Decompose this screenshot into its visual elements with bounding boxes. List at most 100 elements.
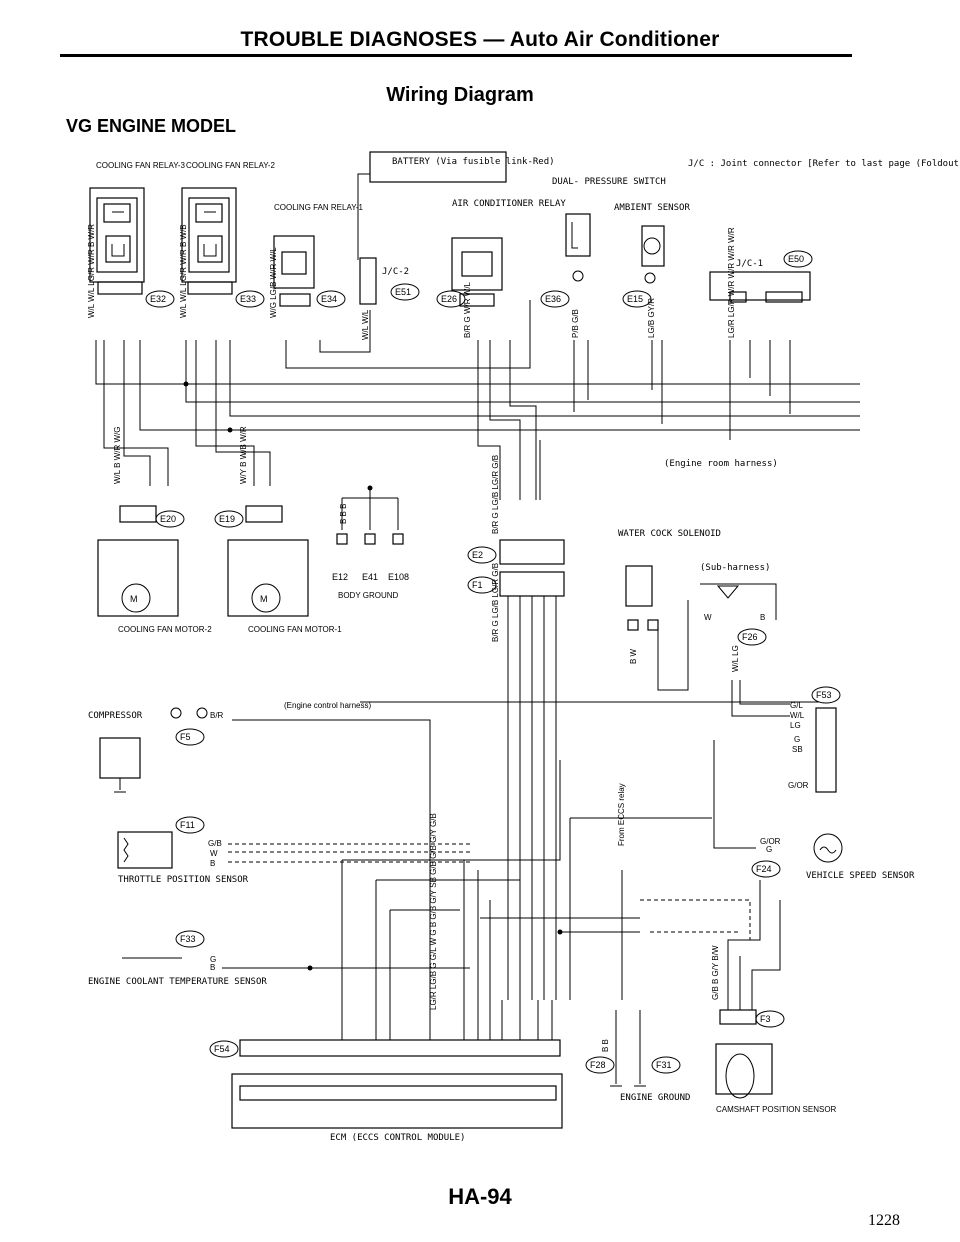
battery: BATTERY (Via fusible link-Red) xyxy=(357,151,555,260)
f28-connector: F28 xyxy=(590,1060,606,1070)
from-eccs-label: From ECCS relay xyxy=(617,783,626,846)
cooling-fan-motor-2: W/L B W/R W/G E20 M COOLING FAN MOTOR-2 xyxy=(97,427,212,634)
relay2-wires: W/L W/L LG/R W/R B W/B xyxy=(179,224,188,318)
f53-connector-block: F53 G/L W/L LG G SB G/OR xyxy=(788,686,841,793)
ac-relay-wires: B/R G W/R W/L xyxy=(463,281,472,338)
vehicle-speed-sensor: G/OR G F24 VEHICLE SPEED SENSOR xyxy=(713,740,915,881)
sheet-number: 1228 xyxy=(868,1212,900,1229)
f31-connector: F31 xyxy=(656,1060,672,1070)
f26-wires: W/L LG xyxy=(731,645,740,672)
sub-harness-label: (Sub-harness) xyxy=(700,563,770,573)
e34-connector: E34 xyxy=(321,294,337,304)
motor2-wires: W/L B W/R W/G xyxy=(113,427,122,484)
ambient-wires: LG/B GY/R xyxy=(647,298,656,338)
engine-ground-label: ENGINE GROUND xyxy=(620,1093,690,1103)
f11-connector: F11 xyxy=(180,820,195,830)
cooling-fan-relay-3: COOLING FAN RELAY-3 E32 W/L W/L LG/R W/R… xyxy=(87,161,185,318)
coolant-wire-2: B xyxy=(210,963,215,972)
f1-connector: F1 xyxy=(472,580,483,590)
engine-model-label: VG ENGINE MODEL xyxy=(66,116,237,136)
motor1-wires: W/Y B W/B W/R xyxy=(239,426,248,484)
motor2-label: COOLING FAN MOTOR-2 xyxy=(118,625,212,634)
e15-connector: E15 xyxy=(627,294,643,304)
cam-wires: G/B B G/Y B/W xyxy=(711,945,720,1000)
dual-switch-label: DUAL- PRESSURE SWITCH xyxy=(552,177,666,187)
jc-note: J/C : Joint connector [Refer to last pag… xyxy=(688,159,960,169)
f54-connector: F54 xyxy=(214,1044,230,1054)
throttle-wire-3: B xyxy=(210,859,215,868)
jc1-label: J/C-1 xyxy=(736,259,763,269)
compressor-wire: B/R xyxy=(210,711,224,720)
sub-harness: (Sub-harness) W B F26 W/L LG xyxy=(700,563,790,717)
e2-f1-junction: B/R G LG/B LG/R G/B E2 F1 B/R G LG/B LG/… xyxy=(467,455,565,1000)
sub-w-label: W xyxy=(704,613,712,622)
f53-wire-g: G xyxy=(794,735,800,744)
e20-connector: E20 xyxy=(160,514,176,524)
cooling-fan-relay-1: COOLING FAN RELAY-1 E34 W/G LG/B W/R W/L xyxy=(269,203,363,318)
page-number: HA-94 xyxy=(448,1184,512,1209)
e2-connector: E2 xyxy=(472,550,483,560)
motor1-label: COOLING FAN MOTOR-1 xyxy=(248,625,342,634)
dual-pressure-switch: DUAL- PRESSURE SWITCH E36 P/B G/B xyxy=(540,177,666,338)
jc2-wires: W/L W/L xyxy=(361,309,370,340)
jc2-label: J/C-2 xyxy=(382,267,409,277)
ground-b-wires: B B xyxy=(601,1039,610,1052)
header-rule xyxy=(60,54,852,57)
svg-text:M: M xyxy=(130,594,138,604)
f3-connector: F3 xyxy=(760,1014,771,1024)
e50-connector: E50 xyxy=(788,254,804,264)
svg-text:M: M xyxy=(260,594,268,604)
throttle-wire-2: W xyxy=(210,849,218,858)
f26-connector: F26 xyxy=(742,632,758,642)
ambient-label: AMBIENT SENSOR xyxy=(614,203,690,213)
body-ground-label: BODY GROUND xyxy=(338,591,399,600)
f53-wire-gl: G/L xyxy=(790,701,803,710)
engine-control-harness-label: (Engine control harness) xyxy=(284,701,371,710)
compressor: COMPRESSOR B/R F5 (Engine control harnes… xyxy=(88,701,820,1040)
ac-relay-label: AIR CONDITIONER RELAY xyxy=(452,199,566,209)
water-cock-label: WATER COCK SOLENOID xyxy=(618,529,721,539)
coolant-wire-1: G xyxy=(210,955,216,964)
f24-connector: F24 xyxy=(756,864,772,874)
engine-room-harness-label: (Engine room harness) xyxy=(664,459,778,469)
battery-label: BATTERY (Via fusible link-Red) xyxy=(392,157,555,167)
relay1-wires: W/G LG/B W/R W/L xyxy=(269,247,278,318)
ecm-connector: LG/R LG/B G G/L W G B G/B G/Y SB G/B G/B… xyxy=(209,813,563,1143)
e36-connector: E36 xyxy=(545,294,561,304)
f33-connector: F33 xyxy=(180,934,196,944)
diagram-title: Wiring Diagram xyxy=(386,84,534,106)
throttle-position-sensor: F11 G/B W B THROTTLE POSITION SENSOR xyxy=(117,816,470,885)
sub-b-label: B xyxy=(760,613,765,622)
relay1-label: COOLING FAN RELAY-1 xyxy=(274,203,363,212)
e12-connector: E12 xyxy=(332,572,348,582)
e51-connector: E51 xyxy=(395,287,411,297)
ground-wires: B B B xyxy=(339,504,348,524)
e41-connector: E41 xyxy=(362,572,378,582)
body-ground: B B B E12 E41 E108 BODY GROUND xyxy=(332,485,409,600)
speed-label: VEHICLE SPEED SENSOR xyxy=(806,871,915,881)
e26-connector: E26 xyxy=(441,294,457,304)
ambient-sensor: AMBIENT SENSOR E15 LG/B GY/R xyxy=(614,203,690,338)
camshaft-position-sensor: G/B B G/Y B/W F3 CAMSHAFT POSITION SENSO… xyxy=(711,880,837,1114)
jc1-wires: LG/R LG/R W/R W/R W/R W/R xyxy=(727,227,736,338)
speed-wire-2: G xyxy=(766,845,772,854)
water-cock-wires: B W xyxy=(629,648,638,664)
cooling-fan-motor-1: W/Y B W/B W/R E19 M COOLING FAN MOTOR-1 xyxy=(214,426,342,634)
f53-wire-sb: SB xyxy=(792,745,803,754)
ecm-label: ECM (ECCS CONTROL MODULE) xyxy=(330,1133,465,1143)
f53-wire-lg: LG xyxy=(790,721,801,730)
speed-wire-1: G/OR xyxy=(760,837,781,846)
f53-wire-gor: G/OR xyxy=(788,781,809,790)
f53-connector: F53 xyxy=(816,690,832,700)
throttle-label: THROTTLE POSITION SENSOR xyxy=(118,875,249,885)
ecm-wires: LG/R LG/B G G/L W G B G/B G/Y SB G/B G/B… xyxy=(429,813,438,1010)
e2-wires: B/R G LG/B LG/R G/B xyxy=(491,455,500,534)
relay3-wires: W/L W/L LG/R W/R B W/R xyxy=(87,224,96,318)
f1-wires: B/R G LG/B LG/R G/B xyxy=(491,563,500,642)
e32-connector: E32 xyxy=(150,294,166,304)
water-cock-solenoid: WATER COCK SOLENOID B W xyxy=(618,529,721,691)
engine-ground: B B F28 F31 ENGINE GROUND xyxy=(585,1010,690,1103)
e19-connector: E19 xyxy=(219,514,235,524)
compressor-label: COMPRESSOR xyxy=(88,711,143,721)
